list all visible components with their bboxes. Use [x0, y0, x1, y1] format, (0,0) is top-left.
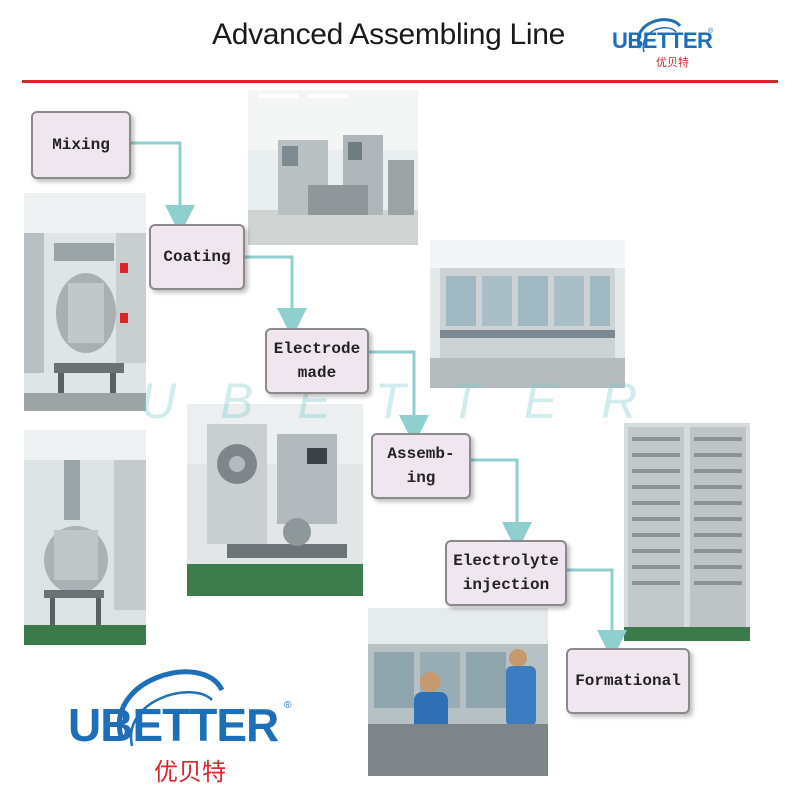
- watermark-text: UBETTER: [140, 373, 682, 429]
- ubetter-logo-header: UBETTER ® 优贝特: [610, 12, 720, 72]
- mixing-machine-photo: [24, 193, 146, 411]
- assembling-machine-photo: [187, 404, 363, 596]
- step-coating[interactable]: Coating: [149, 224, 245, 290]
- ubetter-logo-footer: UBETTER ® 优贝特: [62, 660, 302, 790]
- formation-cabinet-photo: [624, 423, 750, 641]
- logo-brand-text: UBETTER: [68, 699, 279, 751]
- registered-mark: ®: [284, 700, 292, 711]
- coating-machine-photo: [248, 90, 418, 245]
- connector-electrolyte-formational: [566, 568, 627, 660]
- logo-swoosh-icon: [636, 18, 682, 53]
- connector-coating-electrode: [244, 255, 307, 338]
- header-rule: [22, 80, 778, 83]
- connector-electrode-assembling: [367, 350, 429, 445]
- logo-chinese-text: 优贝特: [656, 56, 689, 69]
- logo-brand-text: UBETTER: [612, 28, 713, 53]
- step-electrode-made[interactable]: Electrode made: [265, 328, 369, 394]
- step-assembling[interactable]: Assemb- ing: [371, 433, 471, 499]
- registered-mark: ®: [708, 28, 714, 35]
- electrode-line-photo: [430, 240, 625, 388]
- logo-swoosh-icon: [117, 669, 225, 747]
- step-formational[interactable]: Formational: [566, 648, 690, 714]
- step-electrolyte-injection[interactable]: Electrolyte injection: [445, 540, 567, 606]
- connector-mixing-coating: [130, 141, 195, 235]
- step-mixing[interactable]: Mixing: [31, 111, 131, 179]
- connector-assembling-electrolyte: [471, 458, 532, 552]
- logo-chinese-text: 优贝特: [154, 758, 226, 786]
- page-title: Advanced Assembling Line: [212, 18, 566, 51]
- glovebox-injection-photo: [368, 608, 548, 776]
- mixing-tank-photo: [24, 430, 146, 645]
